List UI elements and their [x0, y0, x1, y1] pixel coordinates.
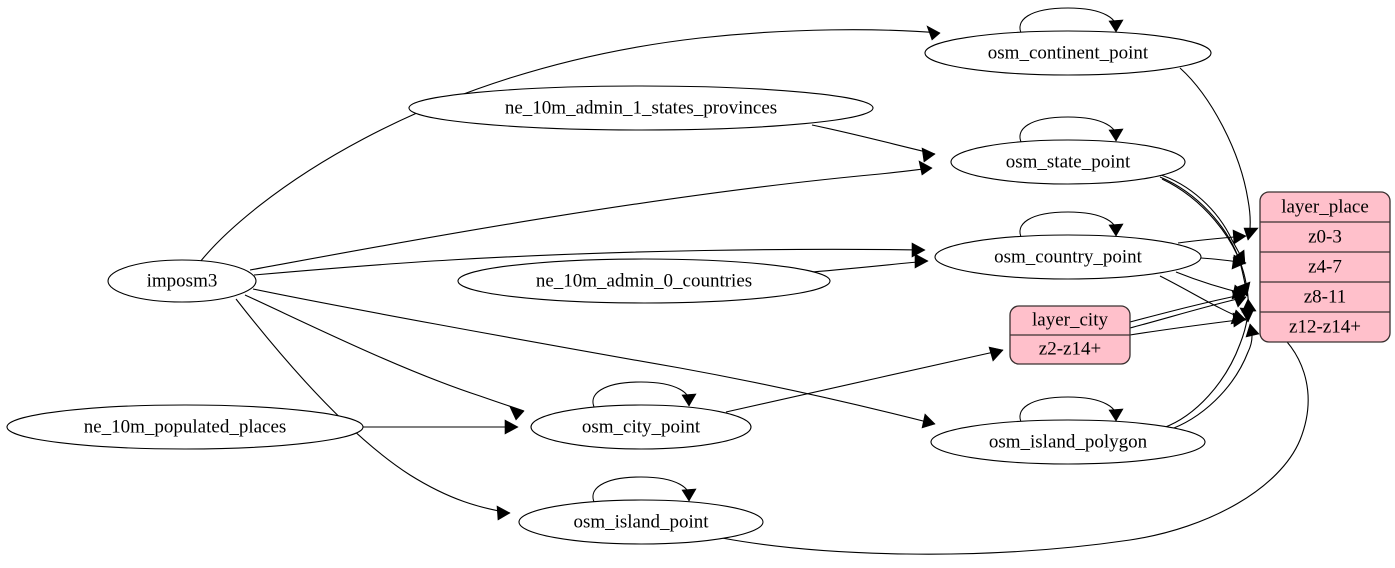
- edges-layer: [199, 7, 1309, 555]
- layer-place-row-z12-z14: z12-z14+: [1289, 316, 1361, 337]
- edge-osm-island-polygon-to-layer-place-z8-11: [1162, 298, 1257, 429]
- layer-place-row-z8-11: z8-11: [1304, 286, 1347, 307]
- edge-self-loop-osm-country-point: [1019, 211, 1124, 240]
- node-layer-place[interactable]: layer_place z0-3 z4-7 z8-11 z12-z14+: [1259, 191, 1391, 343]
- node-imposm3[interactable]: imposm3: [107, 259, 257, 303]
- edge-imposm3-to-osm-island-point: [235, 298, 511, 521]
- edge-imposm3-to-osm-country-point: [253, 242, 926, 276]
- edge-osm-country-point-to-layer-place-z0-3: [1177, 229, 1247, 245]
- node-label-osm-island-point: osm_island_point: [573, 511, 709, 532]
- node-label-ne-populated: ne_10m_populated_places: [84, 416, 287, 437]
- layer-place-row-z4-7: z4-7: [1308, 256, 1342, 277]
- edge-self-loop-osm-island-polygon: [1019, 396, 1124, 425]
- edge-layer-city-to-layer-place-z12-z14: [1129, 312, 1247, 336]
- node-ne-10m-populated-places[interactable]: ne_10m_populated_places: [6, 404, 364, 450]
- node-label-ne-admin1: ne_10m_admin_1_states_provinces: [505, 97, 777, 118]
- edge-imposm3-to-osm-island-polygon: [252, 288, 936, 429]
- layer-place-row-z0-3: z0-3: [1308, 226, 1342, 247]
- node-ne-10m-admin-0-countries[interactable]: ne_10m_admin_0_countries: [457, 258, 831, 304]
- node-label-osm-country-point: osm_country_point: [994, 246, 1142, 267]
- edge-self-loop-osm-state-point: [1019, 116, 1124, 145]
- node-osm-island-point[interactable]: osm_island_point: [518, 499, 764, 545]
- node-label-osm-island-polygon: osm_island_polygon: [989, 431, 1148, 452]
- node-label-osm-state-point: osm_state_point: [1006, 151, 1131, 172]
- edge-ne-admin0-to-osm-country-point: [811, 253, 929, 273]
- edge-imposm3-to-osm-state-point: [249, 160, 933, 271]
- node-osm-state-point[interactable]: osm_state_point: [950, 139, 1186, 185]
- edge-self-loop-osm-continent-point: [1019, 7, 1124, 36]
- edge-osm-continent-point-to-layer-place-z0-3: [1179, 67, 1259, 241]
- nodes-layer: imposm3 ne_10m_admin_1_states_provinces …: [6, 30, 1391, 545]
- node-layer-city[interactable]: layer_city z2-z14+: [1009, 305, 1131, 365]
- edge-ne-admin1-to-osm-state-point: [811, 124, 936, 163]
- layer-city-row-z2-z14: z2-z14+: [1039, 338, 1101, 359]
- edge-layer-city-to-layer-place-z8-11: [1129, 290, 1247, 323]
- node-label-imposm3: imposm3: [147, 270, 218, 291]
- edge-layer-city-to-layer-place-z8-11-b: [1129, 293, 1247, 329]
- edge-ne-populated-to-osm-city-point: [363, 419, 519, 435]
- node-label-ne-admin0: ne_10m_admin_0_countries: [536, 270, 752, 291]
- layer-place-title: layer_place: [1281, 196, 1369, 217]
- layer-city-title: layer_city: [1032, 309, 1108, 330]
- node-label-osm-city-point: osm_city_point: [582, 416, 701, 437]
- node-label-osm-continent-point: osm_continent_point: [988, 42, 1149, 63]
- edge-osm-city-point-to-layer-city: [725, 346, 1004, 413]
- node-osm-country-point[interactable]: osm_country_point: [934, 234, 1202, 280]
- edge-self-loop-osm-city-point: [592, 381, 697, 410]
- node-ne-10m-admin-1-states-provinces[interactable]: ne_10m_admin_1_states_provinces: [408, 85, 874, 131]
- edge-osm-island-polygon-to-layer-place-z12-z14: [1165, 323, 1260, 432]
- node-osm-city-point[interactable]: osm_city_point: [530, 404, 752, 450]
- edge-osm-country-point-to-layer-place-z4-7: [1200, 254, 1247, 270]
- edge-imposm3-to-osm-city-point: [244, 294, 525, 421]
- node-osm-continent-point[interactable]: osm_continent_point: [924, 30, 1212, 76]
- node-osm-island-polygon[interactable]: osm_island_polygon: [930, 419, 1206, 465]
- edge-self-loop-osm-island-point: [592, 476, 697, 505]
- edge-imposm3-to-osm-continent-point: [199, 25, 941, 263]
